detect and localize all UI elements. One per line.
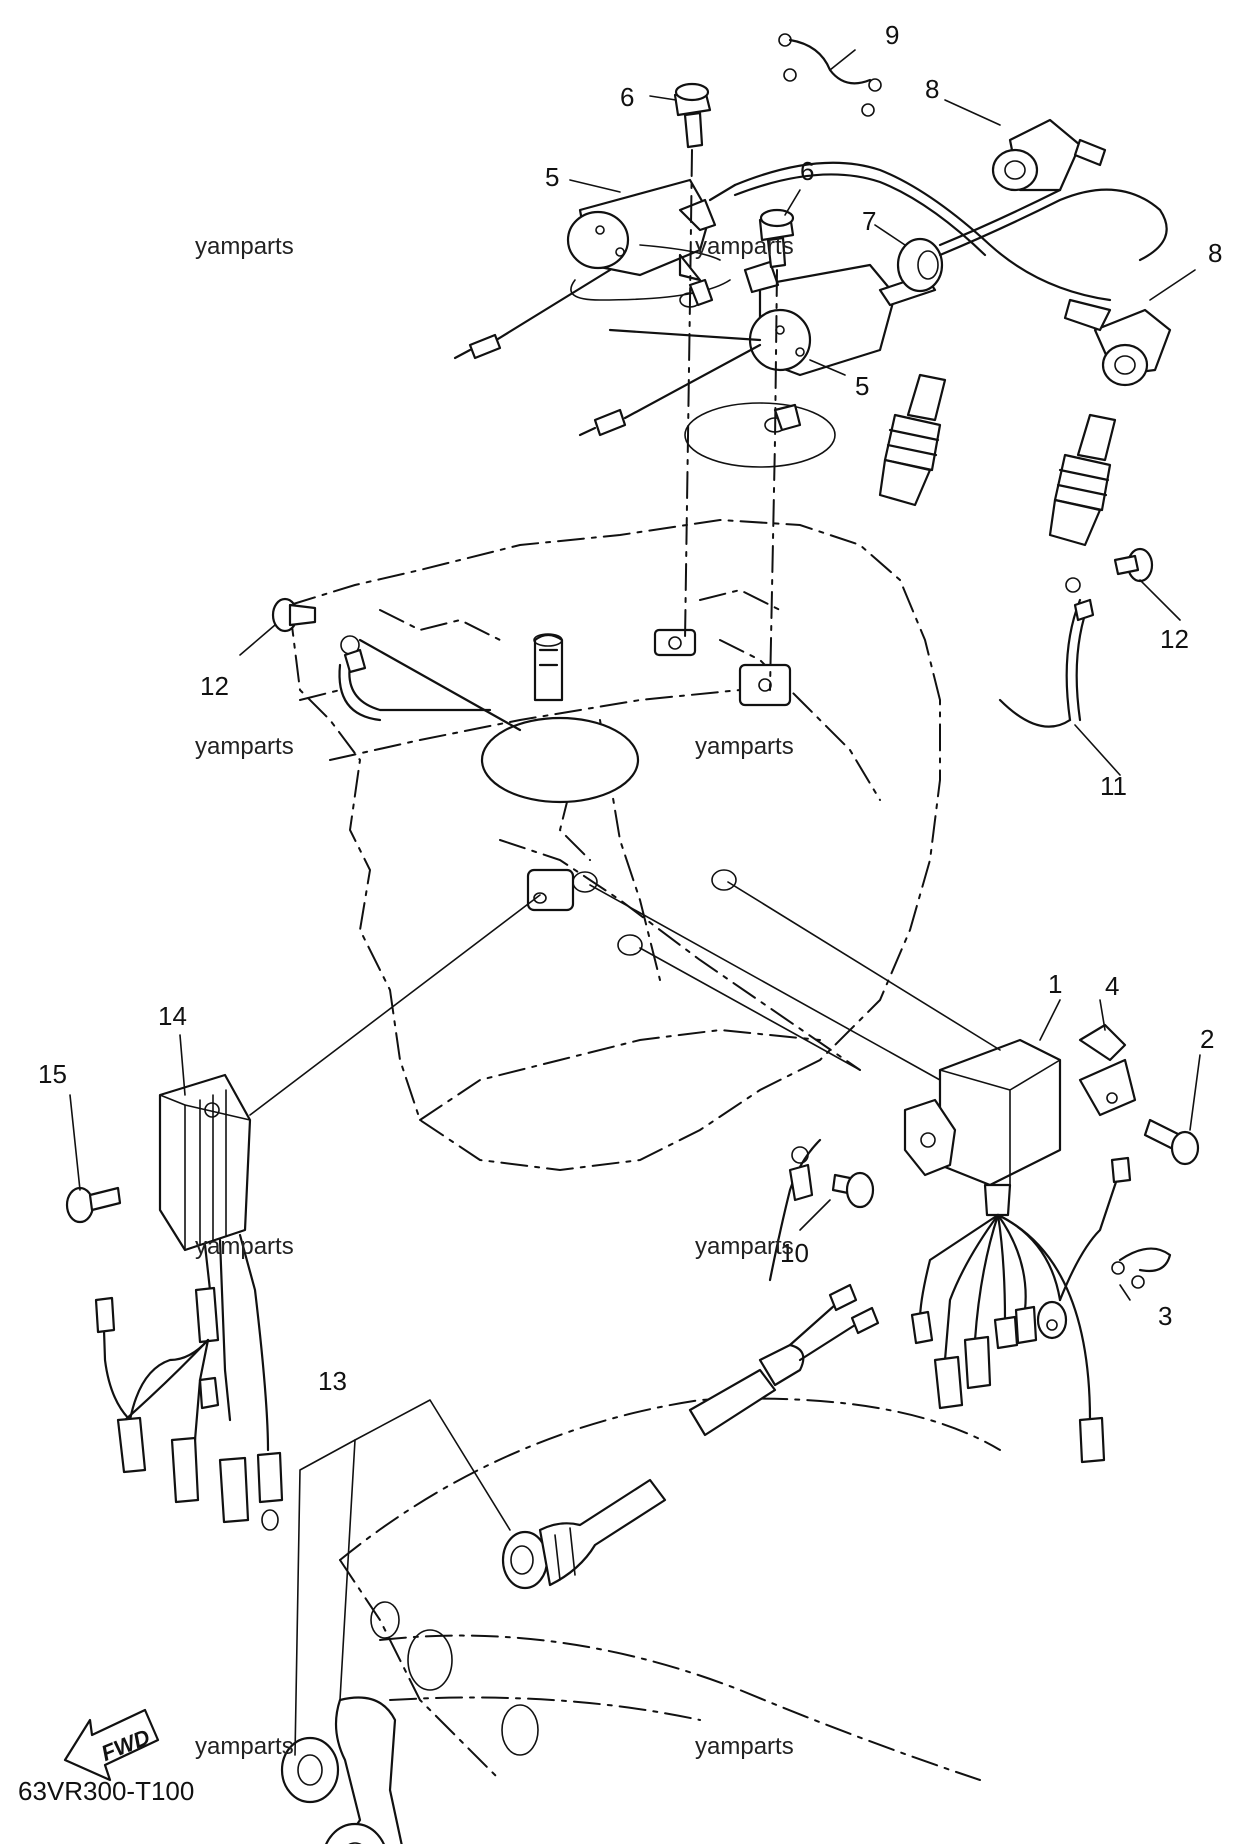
- wire-clip[interactable]: [778, 33, 882, 117]
- ground-bolt-left[interactable]: [271, 597, 317, 633]
- callout-6-lower: 6: [800, 156, 814, 186]
- cowling-grommet-holes: [370, 1601, 539, 1756]
- callout-4: 4: [1105, 971, 1119, 1001]
- ignition-coil-upper[interactable]: [566, 178, 737, 282]
- leader-lines: [249, 881, 1001, 1116]
- rectifier-regulator[interactable]: [158, 1073, 252, 1252]
- wire-clamp[interactable]: [1111, 1247, 1172, 1289]
- watermark: yamparts: [195, 1733, 294, 1760]
- spark-plug-right: [1048, 413, 1117, 547]
- callout-12-right: 12: [1160, 624, 1189, 654]
- watermark: yamparts: [695, 1233, 794, 1260]
- cdi-wire-harness: [910, 1156, 1132, 1464]
- callout-5-upper: 5: [545, 162, 559, 192]
- battery-cable-connector[interactable]: [501, 1283, 880, 1590]
- cdi-bolt[interactable]: [1143, 1118, 1200, 1166]
- callout-numbers: 1 2 3 4 5 5 6 6 7 8 8 9 10 11 12 12 13 1…: [38, 20, 1222, 1396]
- rectifier-bolt[interactable]: [65, 1186, 122, 1224]
- callout-7: 7: [862, 206, 876, 236]
- cdi-bracket[interactable]: [1078, 1023, 1137, 1117]
- ground-bolt-10[interactable]: [768, 1138, 875, 1282]
- shift-link[interactable]: [280, 1696, 405, 1844]
- callout-5-lower: 5: [855, 371, 869, 401]
- watermark: yamparts: [695, 1733, 794, 1760]
- engine-block-outline: [289, 518, 941, 1172]
- watermarks: yamparts yamparts yamparts yamparts yamp…: [195, 233, 794, 1760]
- alignment-lines: [684, 149, 778, 691]
- callout-8-upper: 8: [925, 74, 939, 104]
- callout-15: 15: [38, 1059, 67, 1089]
- callout-11: 11: [1100, 771, 1127, 801]
- flywheel-boss: [480, 633, 640, 804]
- high-tension-leads: [733, 161, 1168, 302]
- coil-bolt-upper[interactable]: [673, 82, 712, 149]
- callout-14: 14: [158, 1001, 187, 1031]
- shift-link-leaders: [294, 1399, 511, 1756]
- ground-bolt-right[interactable]: [1113, 547, 1154, 583]
- forward-arrow: FWD: [63, 1708, 160, 1782]
- coil-leads: [453, 244, 836, 468]
- spark-plug-cap-upper[interactable]: [991, 118, 1107, 192]
- callout-2: 2: [1200, 1024, 1214, 1054]
- callout-6-upper: 6: [620, 82, 634, 112]
- callout-8-lower: 8: [1208, 238, 1222, 268]
- spark-plug-left: [878, 373, 947, 507]
- cable-grommet[interactable]: [896, 237, 944, 293]
- spark-plug-cap-lower[interactable]: [1063, 298, 1172, 387]
- callout-9: 9: [885, 20, 899, 50]
- watermark: yamparts: [195, 233, 294, 260]
- callout-13: 13: [318, 1366, 347, 1396]
- cdi-unit[interactable]: [903, 1038, 1062, 1217]
- coil-bolt-lower[interactable]: [758, 208, 795, 269]
- callout-1: 1: [1048, 969, 1062, 999]
- watermark: yamparts: [695, 233, 794, 260]
- diagram-code: 63VR300-T100: [18, 1776, 194, 1806]
- callout-leaders: [69, 49, 1201, 1301]
- watermark: yamparts: [195, 1233, 294, 1260]
- watermark: yamparts: [195, 733, 294, 760]
- callout-3: 3: [1158, 1301, 1172, 1331]
- callout-10: 10: [780, 1238, 809, 1268]
- ground-lead-left[interactable]: [338, 635, 522, 732]
- watermark: yamparts: [695, 733, 794, 760]
- lower-cowling-outline: [339, 1397, 1001, 1781]
- callout-12-left: 12: [200, 671, 229, 701]
- ground-lead-right[interactable]: [998, 577, 1095, 728]
- rectifier-wire-harness: [94, 1233, 284, 1531]
